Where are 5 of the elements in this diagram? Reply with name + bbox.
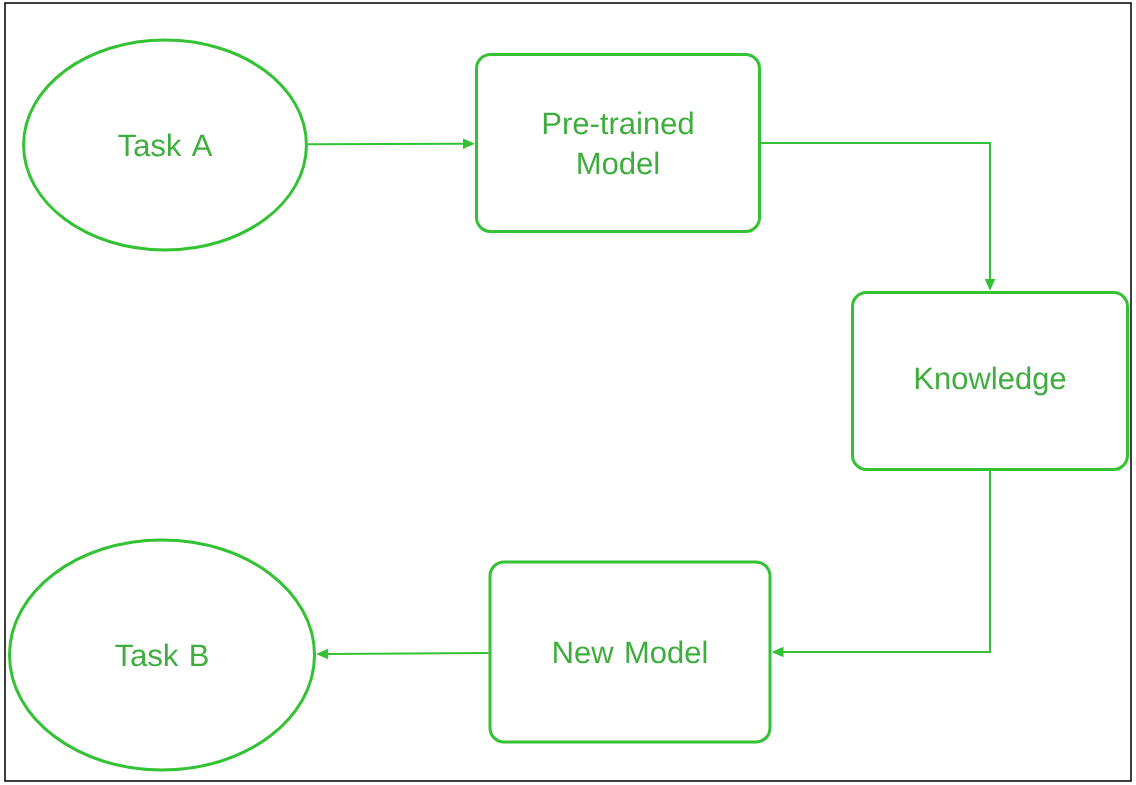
- ellipse-node: Task A: [22, 38, 308, 252]
- process-box: Knowledge: [851, 291, 1129, 471]
- process-box: Pre-trained Model: [475, 53, 761, 233]
- process-box: New Model: [488, 560, 772, 744]
- ellipse-node: Task B: [8, 538, 316, 772]
